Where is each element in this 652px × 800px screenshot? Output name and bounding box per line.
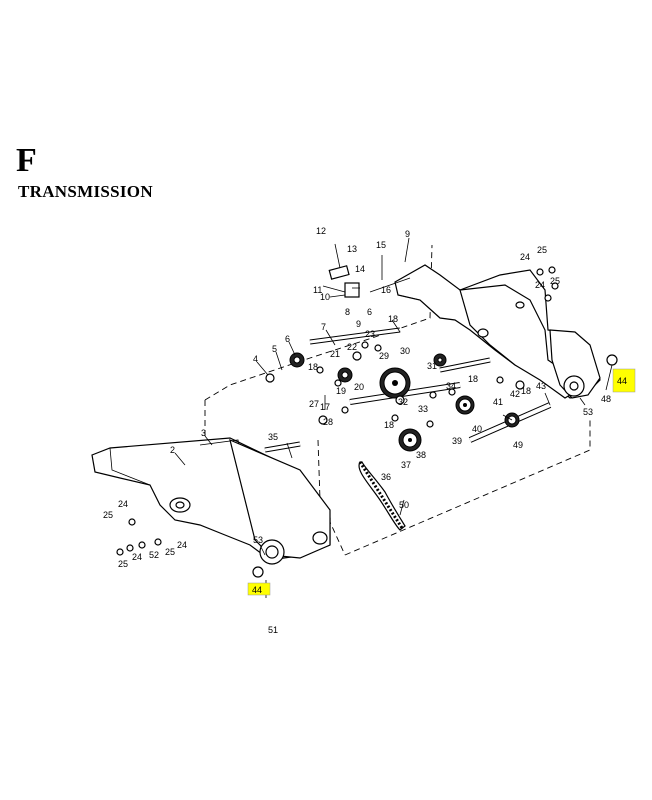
callout-22: 22 bbox=[347, 342, 357, 352]
callout-50: 50 bbox=[399, 500, 409, 510]
callout-29: 29 bbox=[379, 351, 389, 361]
upper-shaft-core bbox=[309, 328, 401, 344]
callout-18a: 18 bbox=[308, 362, 318, 372]
callout-leader-lines bbox=[174, 237, 613, 556]
callout-39: 39 bbox=[452, 436, 462, 446]
callout-42: 42 bbox=[510, 389, 520, 399]
callout-43: 43 bbox=[536, 381, 546, 391]
callout-18c: 18 bbox=[468, 374, 478, 384]
callout-2: 2 bbox=[170, 445, 175, 455]
drive-chain-pattern bbox=[358, 461, 404, 529]
callout-24a: 24 bbox=[520, 252, 530, 262]
upper-right-shaft-core bbox=[439, 358, 491, 372]
callout-25a: 25 bbox=[537, 245, 547, 255]
callout-34: 34 bbox=[446, 381, 456, 391]
callout-49: 49 bbox=[513, 440, 523, 450]
callout-36: 36 bbox=[381, 472, 391, 482]
shaft-35-core bbox=[264, 442, 301, 452]
sprocket-39 bbox=[455, 395, 475, 415]
sprocket-38 bbox=[398, 428, 422, 452]
left-chaincase-lower-hub-inner bbox=[265, 545, 279, 559]
callout-19: 19 bbox=[336, 386, 346, 396]
section-letter: F bbox=[16, 142, 37, 179]
callout-31: 31 bbox=[427, 361, 437, 371]
callout-25b: 25 bbox=[550, 276, 560, 286]
callout-25e: 25 bbox=[118, 559, 128, 569]
callout-14: 14 bbox=[355, 264, 365, 274]
right-chaincase-hub-inner bbox=[569, 381, 579, 391]
right-housing-bore bbox=[515, 301, 525, 309]
sprocket-6 bbox=[289, 352, 305, 368]
callout-8: 8 bbox=[345, 307, 350, 317]
sprocket-31 bbox=[433, 353, 447, 367]
left-housing-inner-edge bbox=[109, 447, 151, 486]
sprocket-20 bbox=[337, 367, 353, 383]
callout-15: 15 bbox=[376, 240, 386, 250]
left-bearing-hub-inner bbox=[175, 501, 185, 509]
callout-51: 51 bbox=[268, 625, 278, 635]
callout-13: 13 bbox=[347, 244, 357, 254]
callout-25c: 25 bbox=[103, 510, 113, 520]
callout-labels: 2 3 4 5 6 7 8 9 10 11 12 13 14 15 16 17 … bbox=[103, 226, 627, 635]
right-housing-bore bbox=[477, 328, 489, 338]
callout-20: 20 bbox=[354, 382, 364, 392]
callout-24e: 24 bbox=[132, 552, 142, 562]
callout-18d: 18 bbox=[384, 420, 394, 430]
left-chaincase-body bbox=[229, 438, 331, 559]
callout-33: 33 bbox=[418, 404, 428, 414]
callout-21: 21 bbox=[330, 349, 340, 359]
callout-48: 48 bbox=[601, 394, 611, 404]
callout-9b: 9 bbox=[356, 319, 361, 329]
right-housing-inner-edge bbox=[397, 294, 441, 319]
callout-40: 40 bbox=[472, 424, 482, 434]
callout-53b: 53 bbox=[253, 535, 263, 545]
callout-16: 16 bbox=[381, 285, 391, 295]
callout-7: 7 bbox=[321, 322, 326, 332]
callout-27: 27 bbox=[309, 399, 319, 409]
callout-24d: 24 bbox=[177, 540, 187, 550]
callout-38: 38 bbox=[416, 450, 426, 460]
callout-6: 6 bbox=[285, 334, 290, 344]
callout-32: 32 bbox=[398, 397, 408, 407]
callout-17: 17 bbox=[320, 402, 330, 412]
callout-24c: 24 bbox=[118, 499, 128, 509]
callout-24b: 24 bbox=[535, 280, 545, 290]
callout-25d: 25 bbox=[165, 547, 175, 557]
callout-9: 9 bbox=[405, 229, 410, 239]
callout-10: 10 bbox=[320, 292, 330, 302]
callout-6b: 6 bbox=[367, 307, 372, 317]
section-title: TRANSMISSION bbox=[18, 182, 153, 201]
callout-18b: 18 bbox=[388, 314, 398, 324]
highlight-box-44-right bbox=[612, 368, 636, 393]
callout-44-left: 44 bbox=[252, 585, 262, 595]
hardware-group bbox=[116, 243, 618, 598]
callout-53a: 53 bbox=[583, 407, 593, 417]
highlight-box-44-left bbox=[247, 582, 271, 596]
callout-4: 4 bbox=[253, 354, 258, 364]
callout-23: 23 bbox=[365, 329, 375, 339]
callout-11: 11 bbox=[313, 285, 322, 295]
callout-18e: 18 bbox=[521, 386, 531, 396]
callout-28: 28 bbox=[323, 417, 333, 427]
right-chaincase-cover bbox=[549, 329, 601, 399]
callout-12: 12 bbox=[316, 226, 326, 236]
callout-44-right: 44 bbox=[617, 376, 627, 386]
callout-41: 41 bbox=[493, 397, 503, 407]
callout-35: 35 bbox=[268, 432, 278, 442]
left-chaincase-upper-hub bbox=[312, 531, 328, 545]
callout-5: 5 bbox=[272, 344, 277, 354]
sprocket-30 bbox=[379, 367, 411, 399]
callout-3: 3 bbox=[201, 428, 206, 438]
callout-37: 37 bbox=[401, 460, 411, 470]
callout-30: 30 bbox=[400, 346, 410, 356]
callout-52: 52 bbox=[149, 550, 159, 560]
